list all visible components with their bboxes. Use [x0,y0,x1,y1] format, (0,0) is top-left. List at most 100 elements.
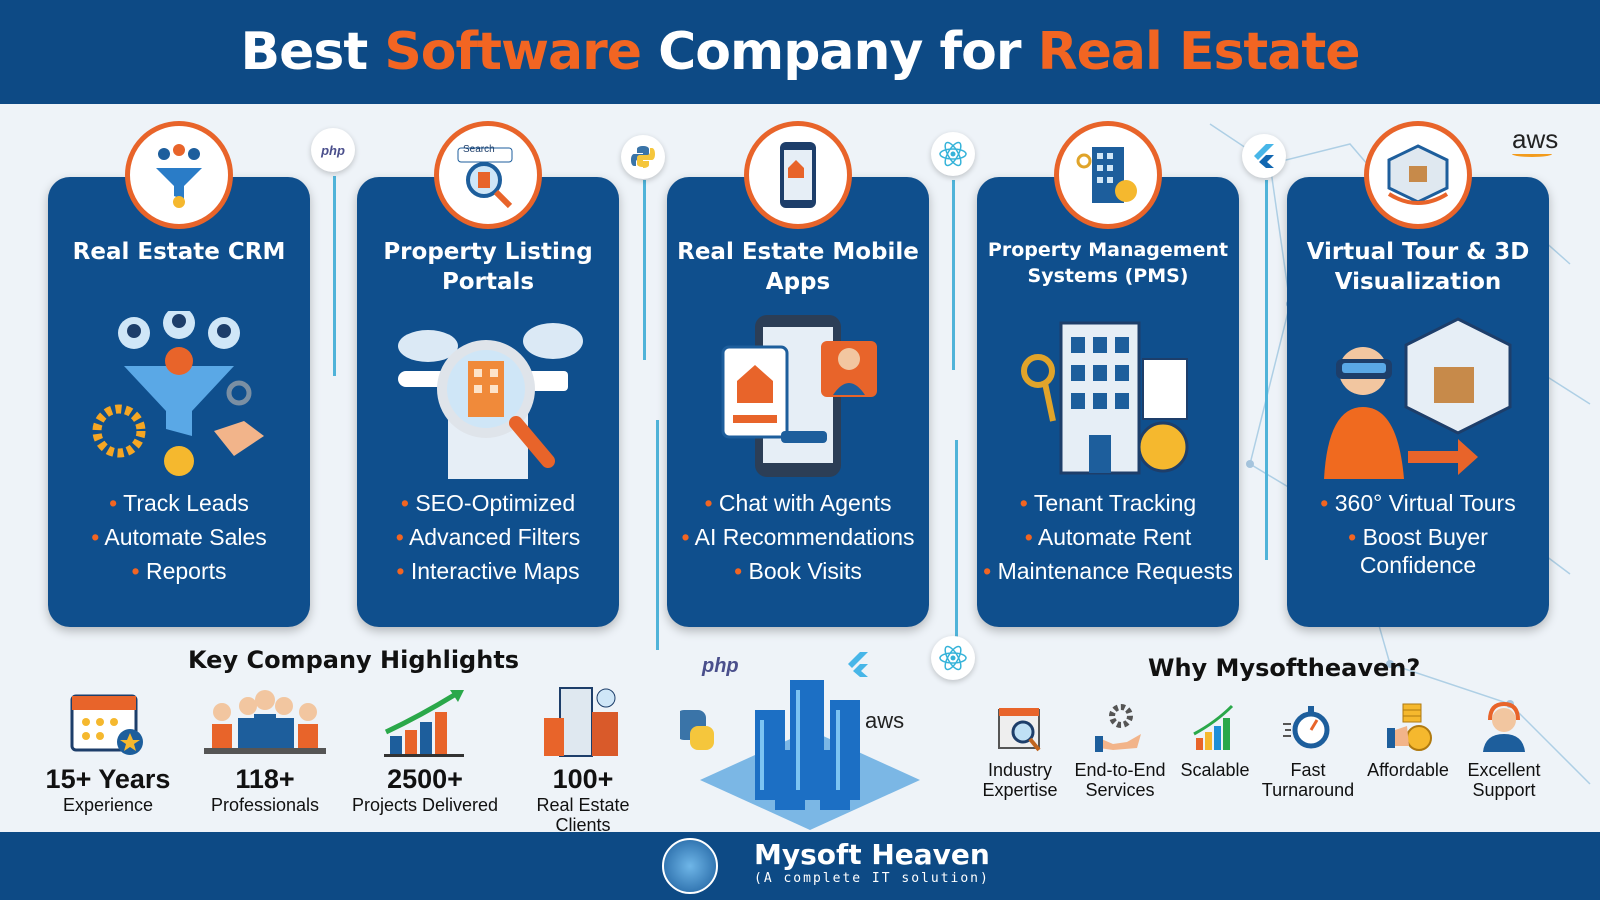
why-item: End-to-End Services [1070,700,1170,800]
stat-value: 2500+ [387,764,463,794]
brand-name: Mysoft Heaven [754,838,990,871]
feature-item: AI Recommendations [667,523,929,551]
highlight-stat: 100+ Real Estate Clients [503,680,663,835]
service-title: Virtual Tour & 3D Visualization [1306,239,1530,295]
stat-label: Professionals [210,795,320,815]
feature-list: SEO-OptimizedAdvanced FiltersInteractive… [357,489,619,585]
funnel-users-icon [125,121,233,229]
feature-list: Track LeadsAutomate SalesReports [48,489,310,585]
why-item: Industry Expertise [970,700,1070,800]
title-part: Company for [641,22,1038,82]
gear-hand-icon [1070,700,1170,754]
service-title: Real Estate Mobile Apps [677,239,919,295]
react-logo-icon [931,132,975,176]
brand-tagline: (A complete IT solution) [754,871,990,886]
connector-line [656,420,659,650]
service-card: Property Management Systems (PMS) Tenant… [977,121,1239,627]
calendar-star-icon [28,680,188,758]
react-logo-icon [931,636,975,680]
service-illustration [1287,311,1549,481]
highlights-title: Key Company Highlights [188,646,520,674]
feature-item: Maintenance Requests [977,557,1239,585]
why-title: Why Mysoftheaven? [1148,654,1421,682]
php-label: php [321,142,345,158]
title-part: Best [240,22,385,82]
connector-line [955,440,958,640]
feature-item: Track Leads [48,489,310,517]
stat-value: 15+ Years [45,764,171,794]
php-logo-icon: php [311,128,355,172]
connector-line [643,180,646,360]
stat-label: Experience [62,795,154,815]
service-illustration [667,311,929,481]
why-item: Affordable [1358,700,1458,780]
feature-item: Automate Rent [977,523,1239,551]
magnifier-document-icon [970,700,1070,754]
feature-list: 360° Virtual ToursBoost Buyer Confidence [1287,489,1549,579]
why-label: End-to-End Services [1074,760,1166,800]
footer: Mysoft Heaven (A complete IT solution) [0,832,1600,900]
search-bar-label: Search [463,144,495,155]
highlight-stat: 15+ Years Experience [28,680,188,815]
why-item: Scalable [1165,700,1265,780]
connector-line [1265,180,1268,560]
aws-logo-icon: aws [1512,124,1558,157]
search-building-icon: Search [434,121,542,229]
bar-chart-icon [1165,700,1265,754]
feature-item: Boost Buyer Confidence [1287,523,1549,579]
python-logo-icon [621,135,665,179]
title-accent: Real Estate [1037,22,1361,82]
aws-label: aws [1512,124,1559,154]
flutter-logo-icon [1242,134,1286,178]
feature-item: Interactive Maps [357,557,619,585]
tech-city-illustration: php aws [680,652,920,830]
coins-icon [1358,700,1458,754]
stat-label: Real Estate Clients [536,795,630,835]
php-logo-icon: php [701,655,739,677]
stat-value: 118+ [235,764,295,794]
feature-item: Book Visits [667,557,929,585]
service-card: Search Property Listing Portals SEO-Opti… [357,121,619,627]
why-label: Industry Expertise [982,760,1058,800]
service-illustration [357,311,619,481]
title-accent: Software [384,22,642,82]
building-keys-icon [1054,121,1162,229]
feature-list: Chat with Agents AI RecommendationsBook V… [667,489,929,585]
brand: Mysoft Heaven (A complete IT solution) [754,838,990,886]
connector-line [333,176,336,376]
service-title: Real Estate CRM [72,239,286,265]
connector-line [952,180,955,370]
why-item: Excellent Support [1454,700,1554,800]
stat-value: 100+ [552,764,614,794]
growth-chart-icon [345,680,505,758]
buildings-icon [503,680,663,758]
why-label: Scalable [1180,760,1250,780]
feature-list: Tenant TrackingAutomate RentMaintenance … [977,489,1239,585]
service-illustration [48,311,310,481]
service-card: Real Estate CRM Track LeadsAutomate Sale… [48,121,310,627]
header-banner: Best Software Company for Real Estate [0,0,1600,104]
why-item: Fast Turnaround [1258,700,1358,800]
feature-item: Reports [48,557,310,585]
feature-item: Automate Sales [48,523,310,551]
service-title: Property Management Systems (PMS) [987,239,1229,287]
team-icon [185,680,345,758]
feature-item: Tenant Tracking [977,489,1239,517]
stopwatch-icon [1258,700,1358,754]
service-card: Real Estate Mobile Apps Chat with Agents… [667,121,929,627]
why-label: Affordable [1367,760,1449,780]
company-logo-icon [662,838,718,894]
feature-item: Chat with Agents [667,489,929,517]
service-card: Virtual Tour & 3D Visualization 360° Vir… [1287,121,1549,627]
vr-headset-icon [1364,121,1472,229]
stat-label: Projects Delivered [351,795,499,815]
page-title: Best Software Company for Real Estate [240,22,1361,82]
mobile-app-icon [744,121,852,229]
feature-item: SEO-Optimized [357,489,619,517]
highlight-stat: 2500+ Projects Delivered [345,680,505,815]
highlight-stat: 118+ Professionals [185,680,345,815]
why-label: Excellent Support [1467,760,1541,800]
feature-item: Advanced Filters [357,523,619,551]
feature-item: 360° Virtual Tours [1287,489,1549,517]
why-label: Fast Turnaround [1261,760,1355,800]
